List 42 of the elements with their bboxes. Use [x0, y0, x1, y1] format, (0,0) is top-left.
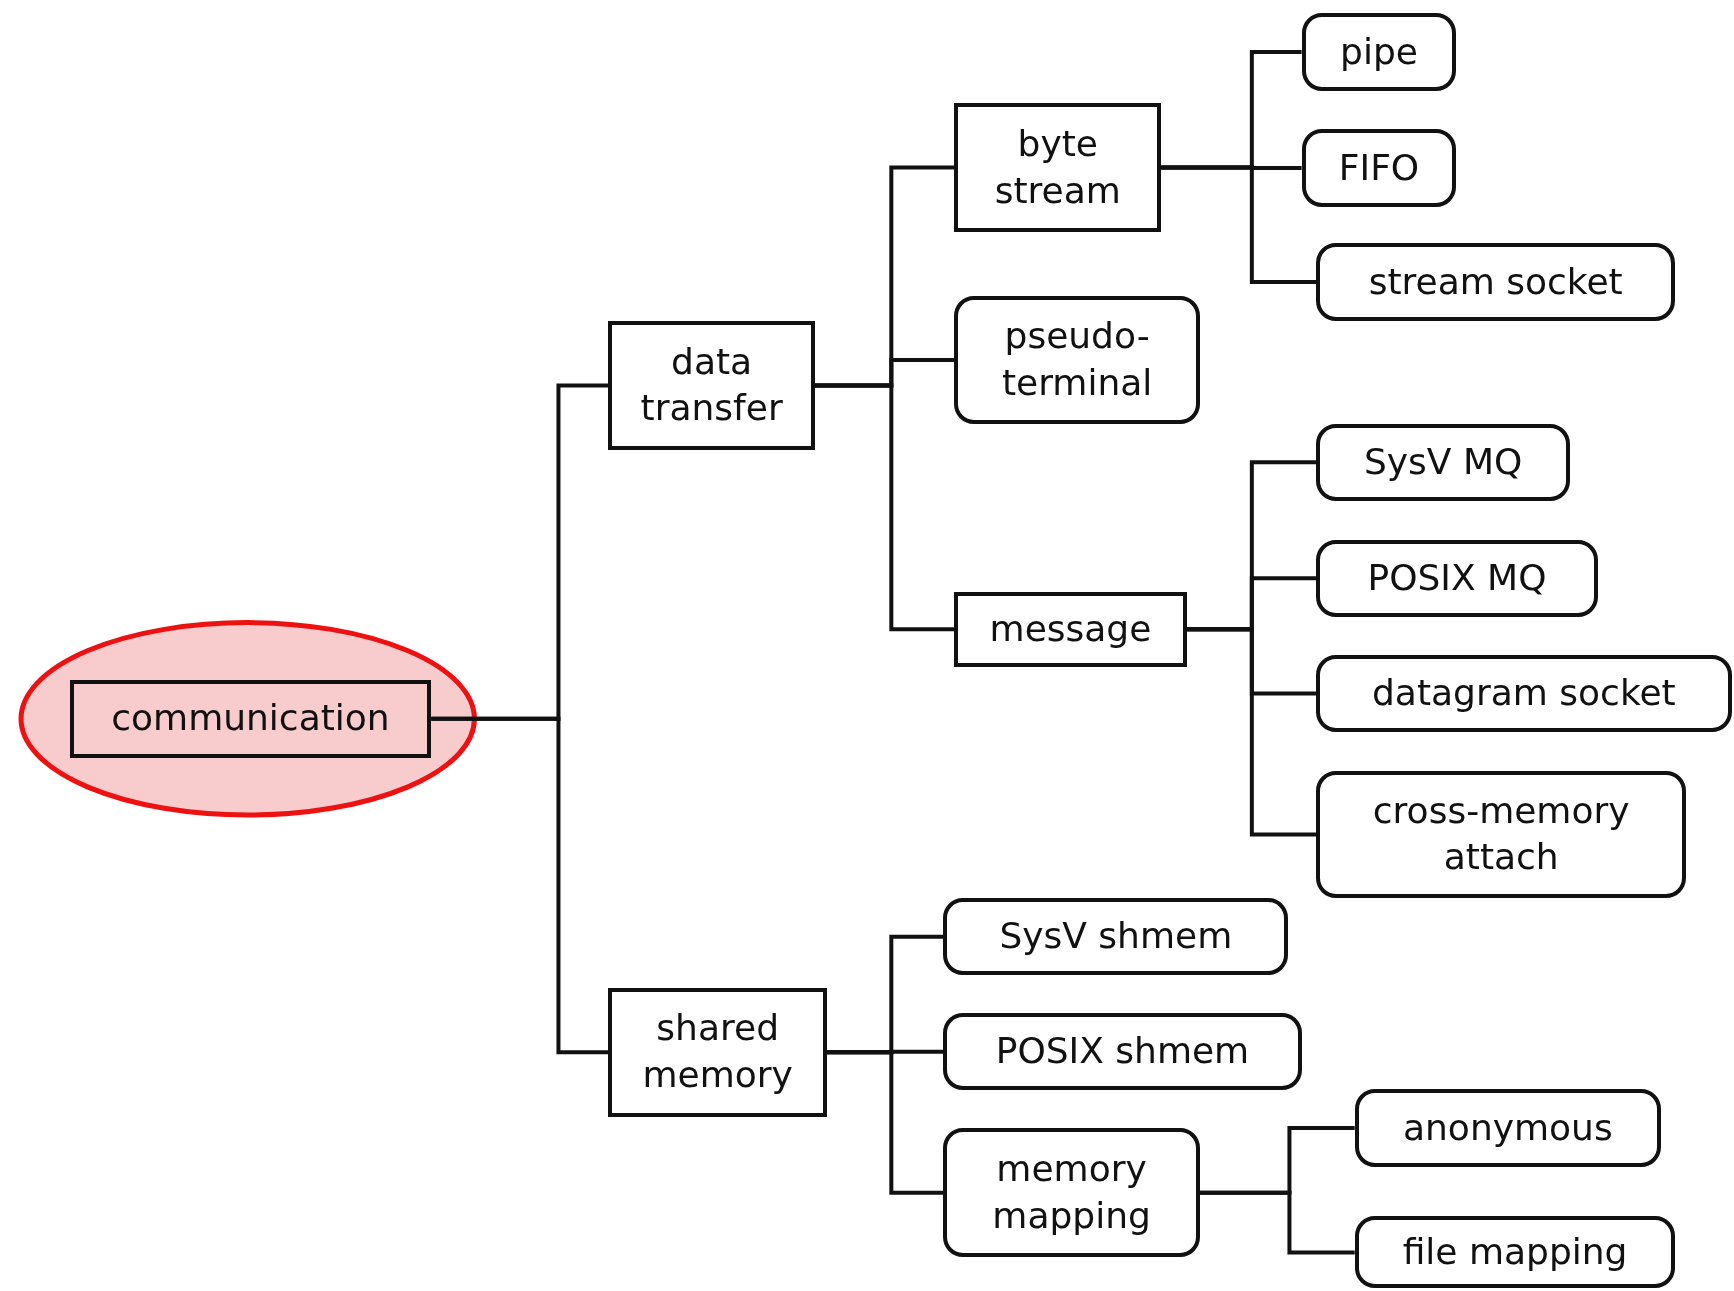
rounded-box	[1315, 654, 1732, 733]
node-label: cross-memory attach	[1371, 788, 1631, 880]
node-label: POSIX shmem	[995, 1029, 1250, 1074]
node-label: datagram socket	[1372, 670, 1676, 715]
rounded-box	[1315, 539, 1598, 618]
rounded-box	[1301, 13, 1457, 91]
process-box	[69, 680, 432, 758]
process-box	[608, 320, 815, 451]
node-label: pipe	[1340, 29, 1418, 74]
rounded-box	[1315, 770, 1687, 898]
node-label: POSIX MQ	[1367, 555, 1547, 600]
node-label: shared memory	[641, 1006, 794, 1098]
node-label: message	[989, 606, 1152, 651]
rounded-box	[943, 1012, 1302, 1091]
node-label: byte stream	[993, 121, 1122, 213]
connector-line	[1161, 165, 1316, 284]
process-box	[954, 591, 1187, 667]
node-label: communication	[111, 696, 390, 741]
node-label: pseudo-terminal	[1000, 314, 1154, 405]
node-label: file mapping	[1402, 1230, 1628, 1274]
node-label: memory mapping	[991, 1146, 1152, 1238]
connector-line	[815, 383, 955, 632]
node-label: SysV shmem	[999, 914, 1233, 959]
node-label: anonymous	[1403, 1105, 1613, 1150]
rounded-box	[954, 296, 1200, 424]
connector-line	[431, 716, 609, 1055]
process-box	[608, 987, 828, 1117]
connector-line	[827, 1050, 944, 1195]
node-label: FIFO	[1338, 145, 1420, 190]
node-label: data transfer	[639, 339, 784, 431]
rounded-box	[1354, 1089, 1661, 1167]
connector-line	[1186, 627, 1316, 837]
rounded-box	[1315, 243, 1676, 321]
rounded-box	[943, 1128, 1200, 1258]
rounded-box	[1354, 1216, 1676, 1289]
node-label: SysV MQ	[1363, 439, 1523, 484]
rounded-box	[1315, 423, 1571, 501]
connector-line	[1199, 1190, 1355, 1255]
node-label: stream socket	[1368, 259, 1623, 304]
process-box	[954, 102, 1162, 233]
rounded-box	[943, 897, 1289, 976]
rounded-box	[1301, 129, 1457, 207]
